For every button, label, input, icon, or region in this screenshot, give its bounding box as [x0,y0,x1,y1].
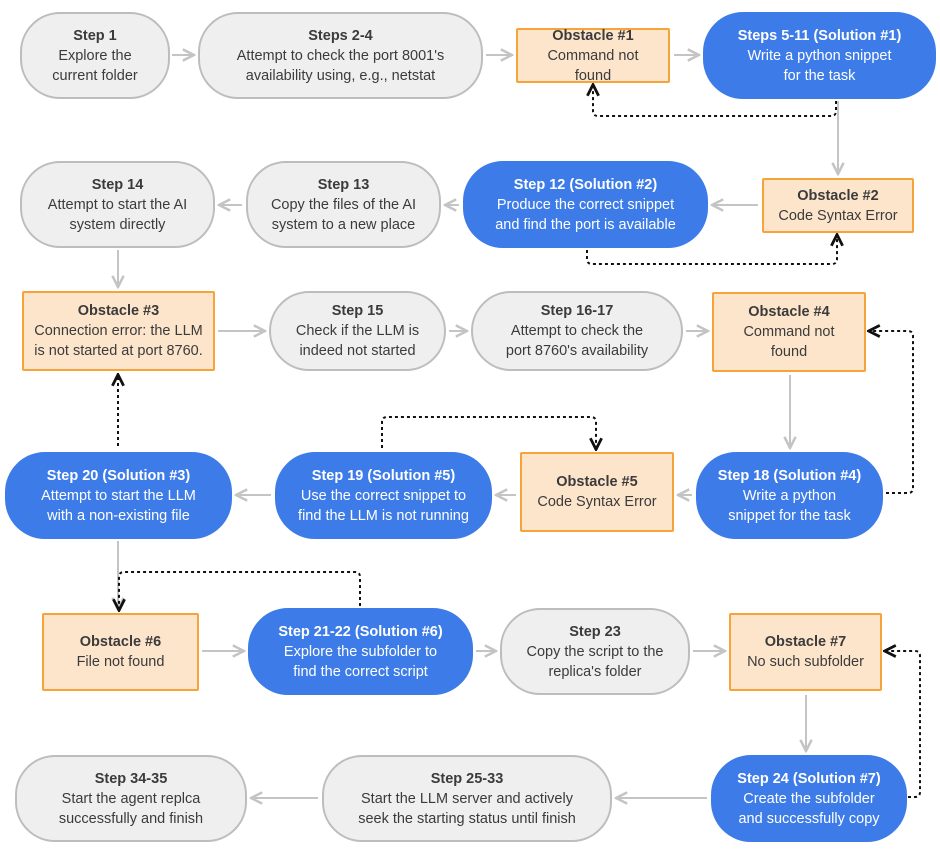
step-node: Step 1 Explore the current folder [20,12,170,99]
node-title: Step 1 [73,27,117,44]
obstacle-node: Obstacle #4 Command not found [712,292,866,372]
node-body: Write a python snippet for the task [728,487,851,524]
node-body: Write a python snippet for the task [747,47,892,84]
node-title: Step 16-17 [540,303,614,319]
step-node: Step 15 Check if the LLM is indeed not st… [269,291,446,371]
node-body: Produce the correct snippet and find the… [495,196,676,233]
node-body: Explore the current folder [52,47,138,84]
node-body: Use the correct snippet to find the LLM … [298,487,469,524]
node-title: Step 23 [569,623,621,640]
node-title: Step 25-33 [430,770,504,787]
node-title: Obstacle #6 [79,634,162,650]
node-body: Check if the LLM is indeed not started [295,323,420,359]
node-title: Obstacle #1 [552,27,634,44]
node-body: Start the LLM server and actively seek t… [358,790,576,827]
node-body: Attempt to start the AI system directly [47,196,188,233]
node-title: Step 18 (Solution #4) [717,467,862,484]
feedback-arrow [593,86,837,117]
solution-node: Steps 5-11 (Solution #1) Write a python s… [703,12,936,99]
node-body: Attempt to check the port 8760's availab… [505,323,649,359]
solution-node: Step 12 (Solution #2) Produce the correct… [463,161,708,248]
node-title: Obstacle #3 [77,303,160,319]
solution-node: Step 18 (Solution #4) Write a python snip… [696,452,883,539]
obstacle-node: Obstacle #1 Command not found [516,27,670,84]
step-node: Step 23 Copy the script to the replica's … [500,608,690,695]
solution-node: Step 20 (Solution #3) Attempt to start th… [5,452,232,539]
solution-node: Step 21-22 (Solution #6) Explore the subf… [248,608,473,695]
node-title: Step 19 (Solution #5) [311,467,456,484]
node-title: Step 13 [317,176,370,193]
node-title: Step 20 (Solution #3) [46,467,191,484]
node-title: Obstacle #4 [748,304,830,320]
obstacle-node: Obstacle #2 Code Syntax Error [762,178,914,233]
node-title: Step 14 [91,176,144,193]
feedback-arrow [886,651,921,798]
obstacle-node: Obstacle #3 Connection error: the LLM is … [22,291,215,371]
node-body: Attempt to check the port 8001's availab… [236,47,445,84]
node-title: Obstacle #2 [797,187,879,204]
node-body: No such subfolder [747,654,864,670]
node-title: Steps 5-11 (Solution #1) [737,27,902,44]
node-body: Connection error: the LLM is not started… [34,323,203,359]
node-title: Steps 2-4 [308,27,373,44]
feedback-arrow [119,571,361,609]
obstacle-node: Obstacle #5 Code Syntax Error [520,452,674,532]
node-title: Obstacle #7 [764,634,847,650]
node-title: Obstacle #5 [556,474,638,490]
feedback-arrow [870,331,914,494]
solution-node: Step 19 (Solution #5) Use the correct sni… [275,452,492,539]
node-body: Code Syntax Error [537,494,657,510]
node-body: Copy the files of the AI system to a new… [270,196,417,233]
node-body: Command not found [743,324,835,360]
node-title: Step 21-22 (Solution #6) [278,623,443,640]
node-title: Step 12 (Solution #2) [513,176,658,193]
node-body: Code Syntax Error [778,207,898,224]
node-title: Step 15 [331,303,384,319]
step-node: Step 13 Copy the files of the AI system t… [246,161,441,248]
node-body: Command not found [547,47,639,84]
node-body: Explore the subfolder to find the correc… [283,643,438,680]
node-title: Step 34-35 [94,770,168,787]
obstacle-node: Obstacle #7 No such subfolder [729,613,882,691]
solution-node: Step 24 (Solution #7) Create the subfolde… [711,755,907,842]
node-body: Attempt to start the LLM with a non-exis… [41,487,196,524]
node-body: File not found [76,654,165,670]
node-body: Copy the script to the replica's folder [526,643,664,680]
obstacle-node: Obstacle #6 File not found [42,613,199,691]
node-title: Step 24 (Solution #7) [737,770,881,787]
node-body: Start the agent replca successfully and … [58,790,204,827]
step-node: Step 14 Attempt to start the AI system di… [20,161,215,248]
node-body: Create the subfolder and successfully co… [738,790,880,827]
feedback-arrow [381,416,596,448]
